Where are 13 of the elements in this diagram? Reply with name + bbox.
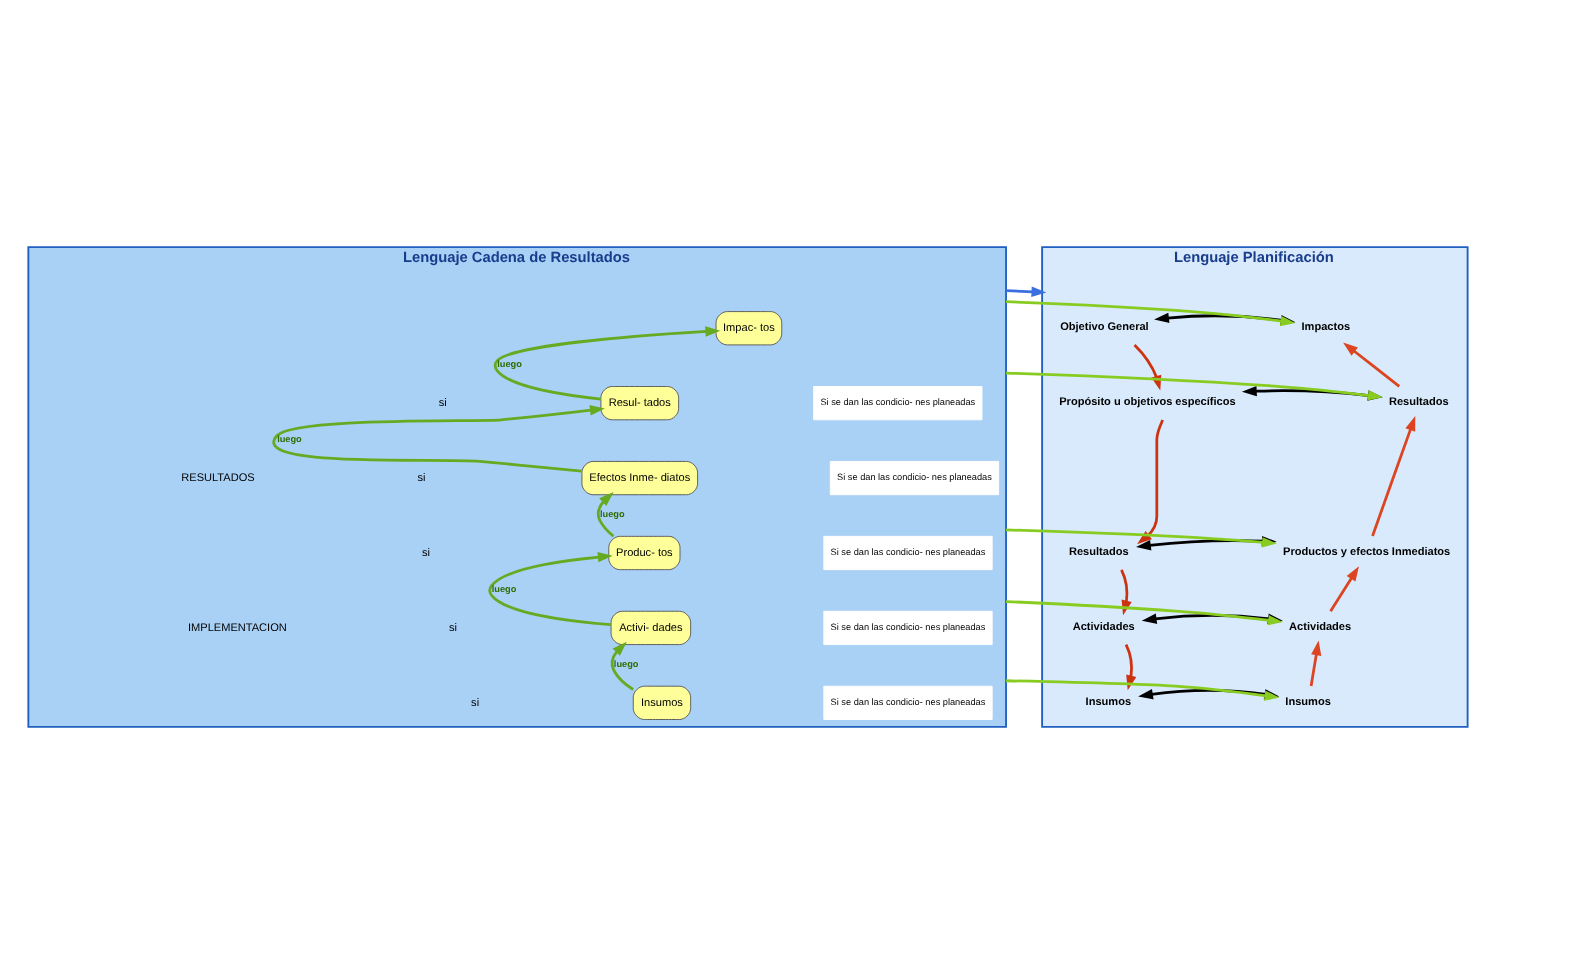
arrow bbox=[1329, 566, 1359, 612]
arrow bbox=[1124, 644, 1137, 691]
arrow bbox=[1343, 342, 1401, 388]
arrow bbox=[493, 326, 721, 401]
arrow bbox=[1005, 286, 1047, 297]
arrow bbox=[1137, 419, 1164, 545]
arrow bbox=[273, 405, 605, 473]
arrow bbox=[488, 552, 613, 627]
arrow bbox=[1309, 640, 1322, 687]
arrow bbox=[610, 641, 634, 691]
arrow bbox=[596, 491, 615, 538]
arrow bbox=[1371, 415, 1416, 537]
arrow bbox=[1241, 385, 1383, 401]
